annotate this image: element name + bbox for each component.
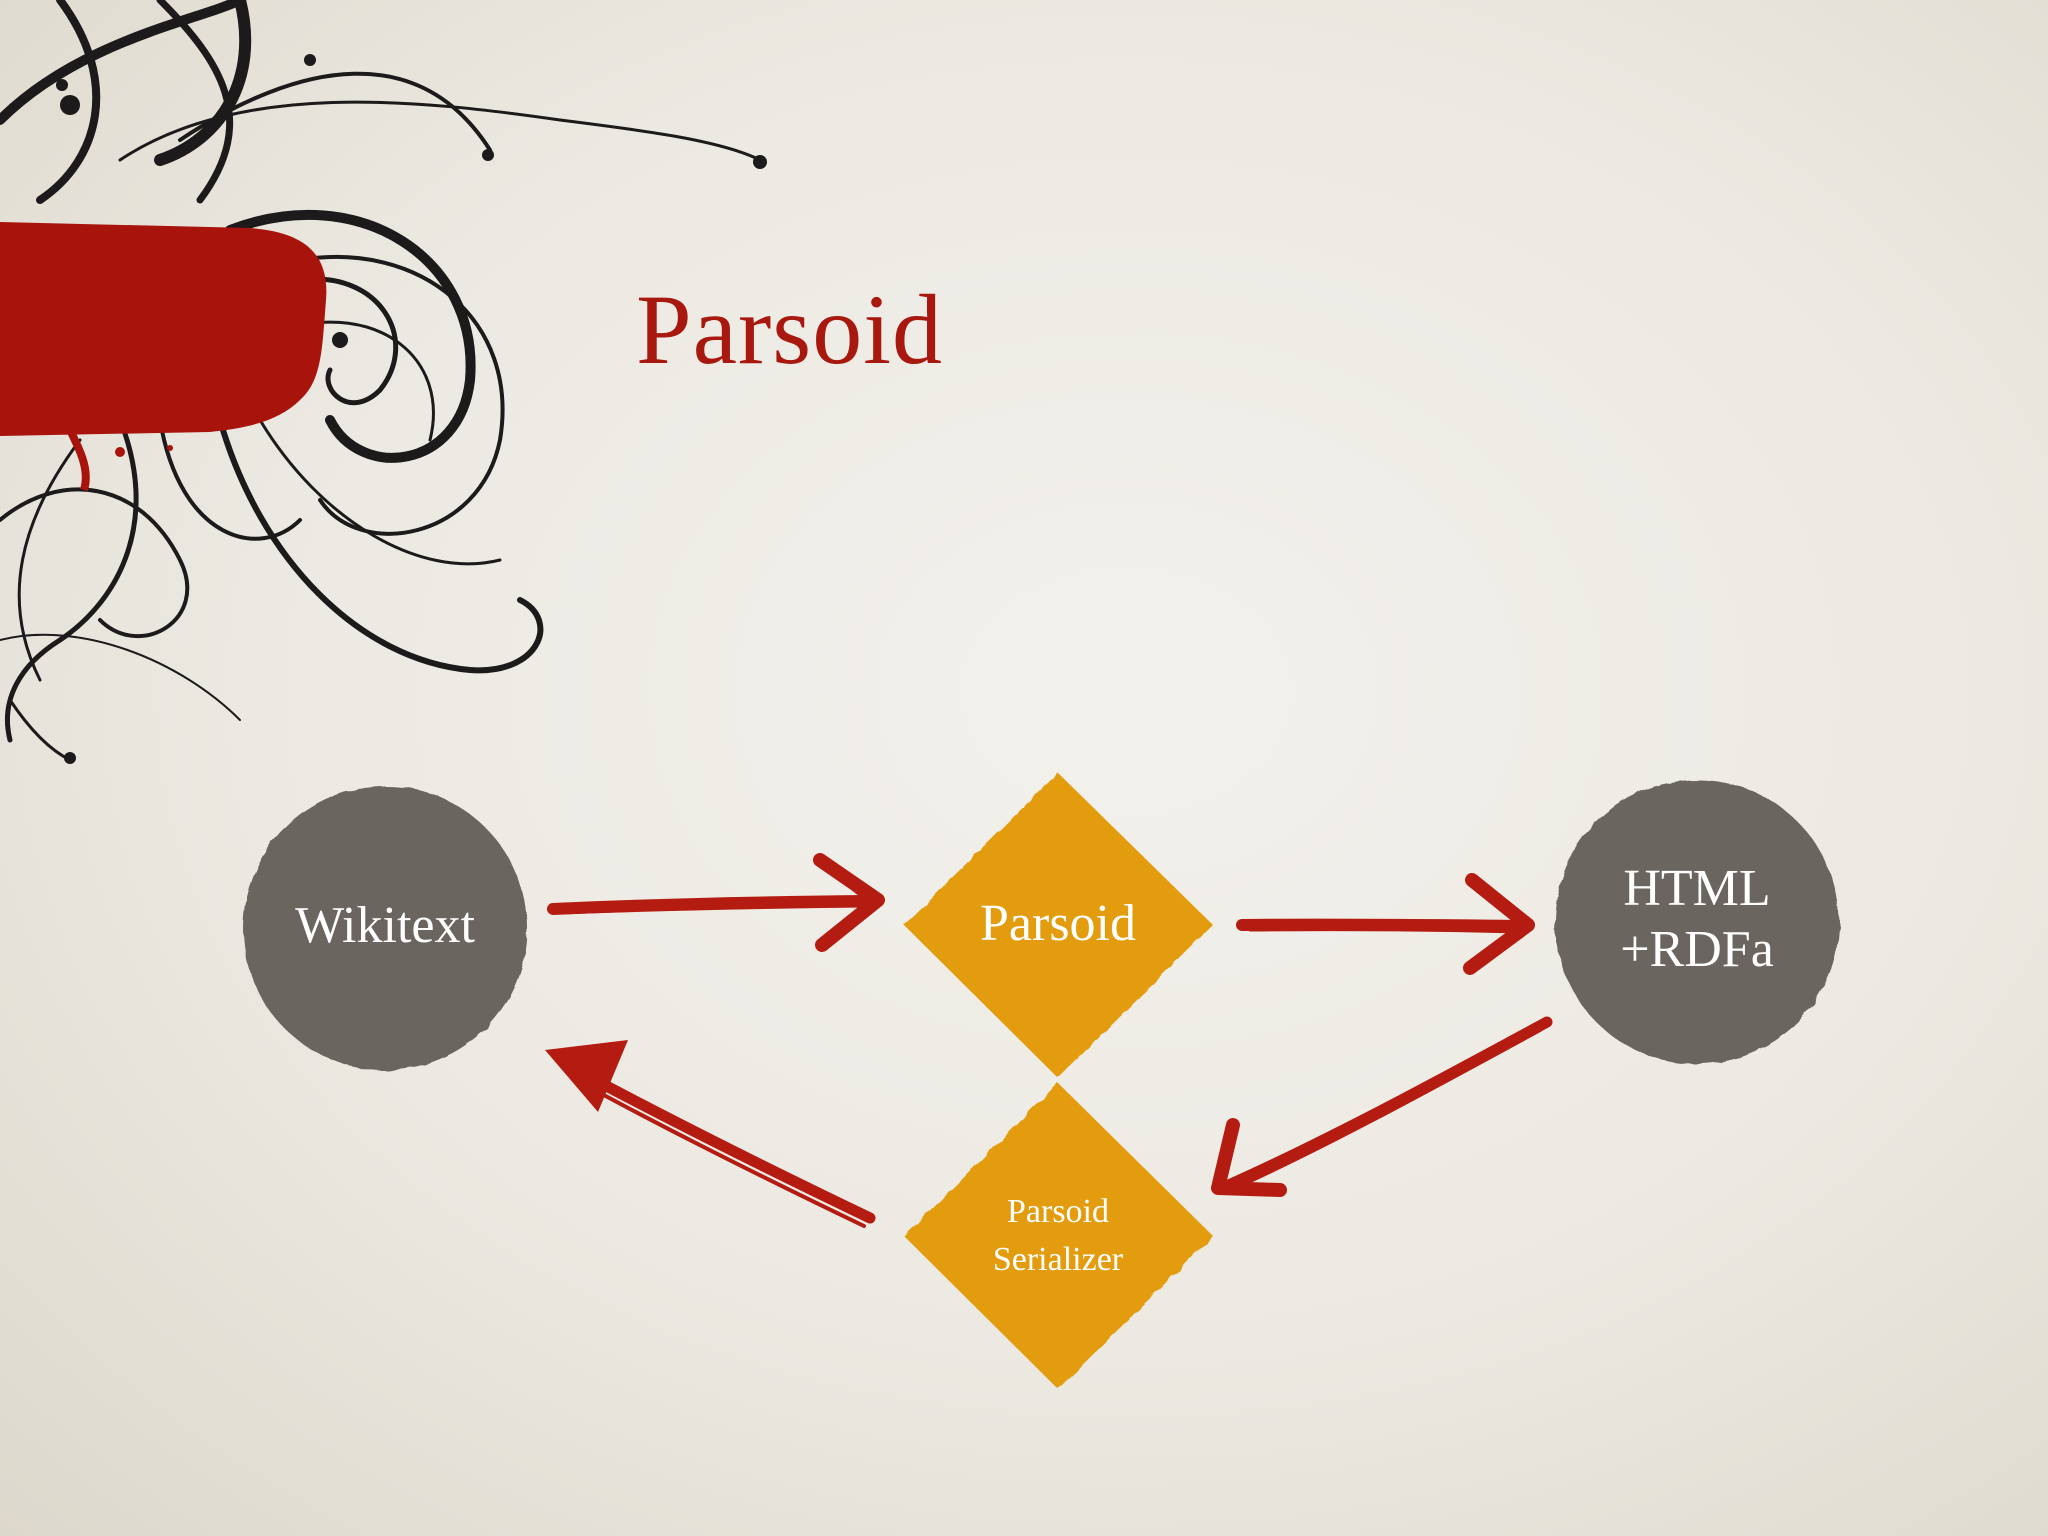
wikitext-node bbox=[243, 786, 527, 1070]
html-rdfa-node bbox=[1555, 780, 1839, 1064]
parsoid-label: Parsoid bbox=[980, 895, 1136, 952]
red-accent-block bbox=[0, 222, 327, 436]
arrowhead-serializer-to-wikitext bbox=[545, 1040, 628, 1112]
parsoid-node bbox=[904, 773, 1213, 1078]
arrow-parsoid-to-html bbox=[1236, 873, 1535, 975]
arrow-wikitext-to-parsoid bbox=[547, 853, 885, 952]
slide-title: Parsoid bbox=[636, 274, 943, 385]
arrow-html-to-serializer bbox=[1211, 1016, 1553, 1197]
wikitext-label: Wikitext bbox=[295, 897, 475, 954]
arrow-serializer-to-wikitext bbox=[574, 1066, 876, 1228]
html-rdfa-label: HTML +RDFa bbox=[1620, 860, 1774, 979]
parsoid-serializer-label: Parsoid Serializer bbox=[992, 1193, 1124, 1279]
parsoid-serializer-node bbox=[904, 1083, 1213, 1389]
